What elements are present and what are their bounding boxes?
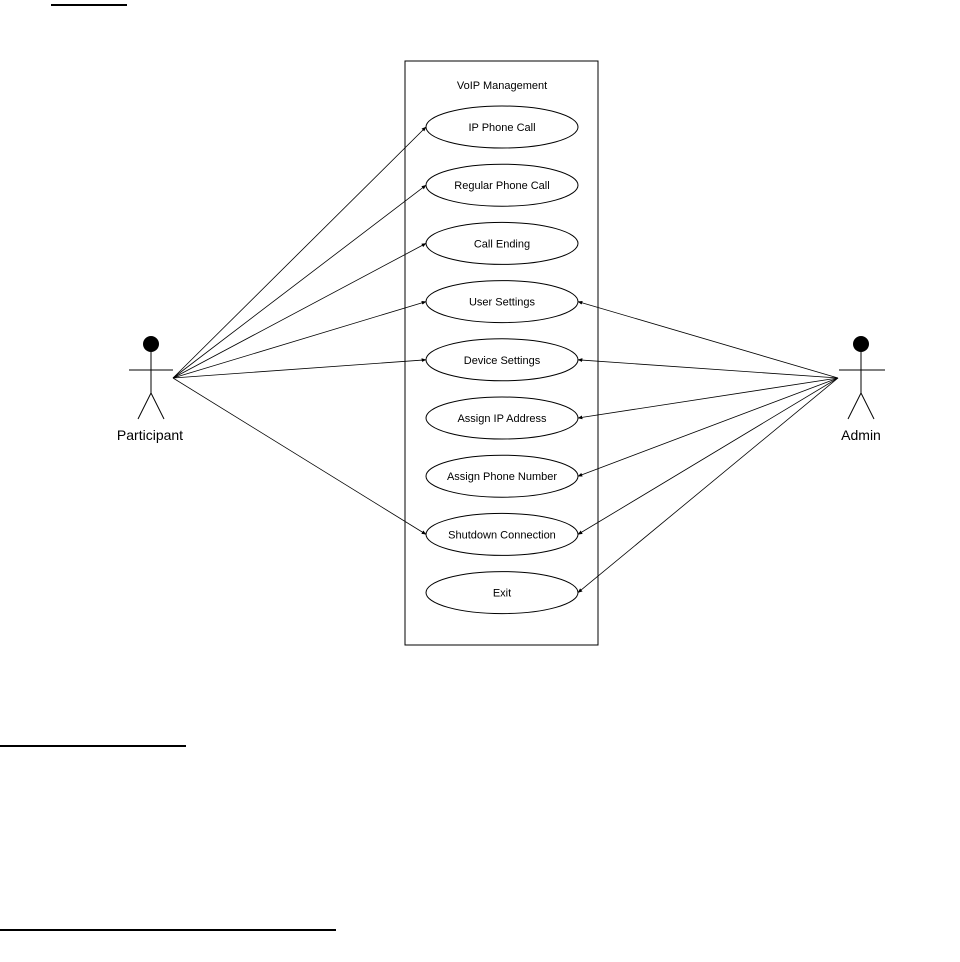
use-case-ellipse bbox=[425, 163, 579, 207]
use-case-ellipse bbox=[425, 280, 579, 324]
participant-left-leg bbox=[137, 392, 152, 420]
association-lines bbox=[172, 126, 839, 593]
use-case-user-settings: User Settings bbox=[425, 280, 579, 324]
participant-label: Participant bbox=[117, 427, 183, 443]
admin-left-leg bbox=[847, 392, 862, 420]
system-title: VoIP Management bbox=[457, 80, 547, 92]
use-case-ellipse bbox=[425, 454, 579, 498]
use-case-label: IP Phone Call bbox=[468, 122, 535, 134]
use-case-ellipse bbox=[425, 512, 579, 556]
use-case-ellipse bbox=[425, 338, 579, 382]
actor-admin: Admin bbox=[839, 336, 885, 443]
use-case-label: Assign IP Address bbox=[457, 413, 547, 425]
use-case-device-settings: Device Settings bbox=[425, 338, 579, 382]
participant-head bbox=[143, 336, 159, 352]
use-case-assign-phone-number: Assign Phone Number bbox=[425, 454, 579, 498]
use-case-regular-phone-call: Regular Phone Call bbox=[425, 163, 579, 207]
participant-to-ip-phone-call-association bbox=[172, 126, 427, 379]
use-case-shutdown-connection: Shutdown Connection bbox=[425, 512, 579, 556]
use-case-ellipse bbox=[425, 105, 579, 149]
use-case-label: Regular Phone Call bbox=[454, 180, 549, 192]
participant-to-shutdown-connection-association bbox=[172, 377, 427, 535]
admin-right-leg bbox=[860, 392, 875, 420]
use-case-exit: Exit bbox=[425, 571, 579, 615]
participant-to-call-ending-association bbox=[172, 243, 427, 379]
admin-to-shutdown-connection-association bbox=[577, 377, 839, 535]
admin-to-exit-association bbox=[577, 377, 839, 593]
admin-to-assign-phone-number-association bbox=[577, 377, 839, 477]
participant-to-device-settings-association bbox=[172, 358, 427, 379]
use-case-ip-phone-call: IP Phone Call bbox=[425, 105, 579, 149]
actor-participant: Participant bbox=[117, 336, 183, 443]
use-case-label: Call Ending bbox=[474, 238, 530, 250]
participant-to-regular-phone-call-association bbox=[172, 184, 427, 379]
admin-to-assign-ip-address-association bbox=[577, 377, 839, 420]
participant-to-user-settings-association bbox=[172, 301, 427, 379]
system-boundary bbox=[404, 60, 599, 646]
use-case-ellipse bbox=[425, 571, 579, 615]
use-case-label: Exit bbox=[493, 588, 511, 600]
use-case-ellipse bbox=[425, 396, 579, 440]
admin-head bbox=[853, 336, 869, 352]
use-case-label: Shutdown Connection bbox=[448, 529, 556, 541]
use-case-call-ending: Call Ending bbox=[425, 221, 579, 265]
admin-to-user-settings-association bbox=[577, 300, 839, 379]
use-case-label: Device Settings bbox=[464, 355, 541, 367]
use-case-label: User Settings bbox=[469, 297, 536, 309]
use-case-ellipse bbox=[425, 221, 579, 265]
participant-right-leg bbox=[150, 392, 165, 420]
admin-label: Admin bbox=[841, 427, 881, 443]
admin-to-device-settings-association bbox=[577, 358, 839, 379]
use-case-assign-ip-address: Assign IP Address bbox=[425, 396, 579, 440]
use-case-label: Assign Phone Number bbox=[447, 471, 557, 483]
